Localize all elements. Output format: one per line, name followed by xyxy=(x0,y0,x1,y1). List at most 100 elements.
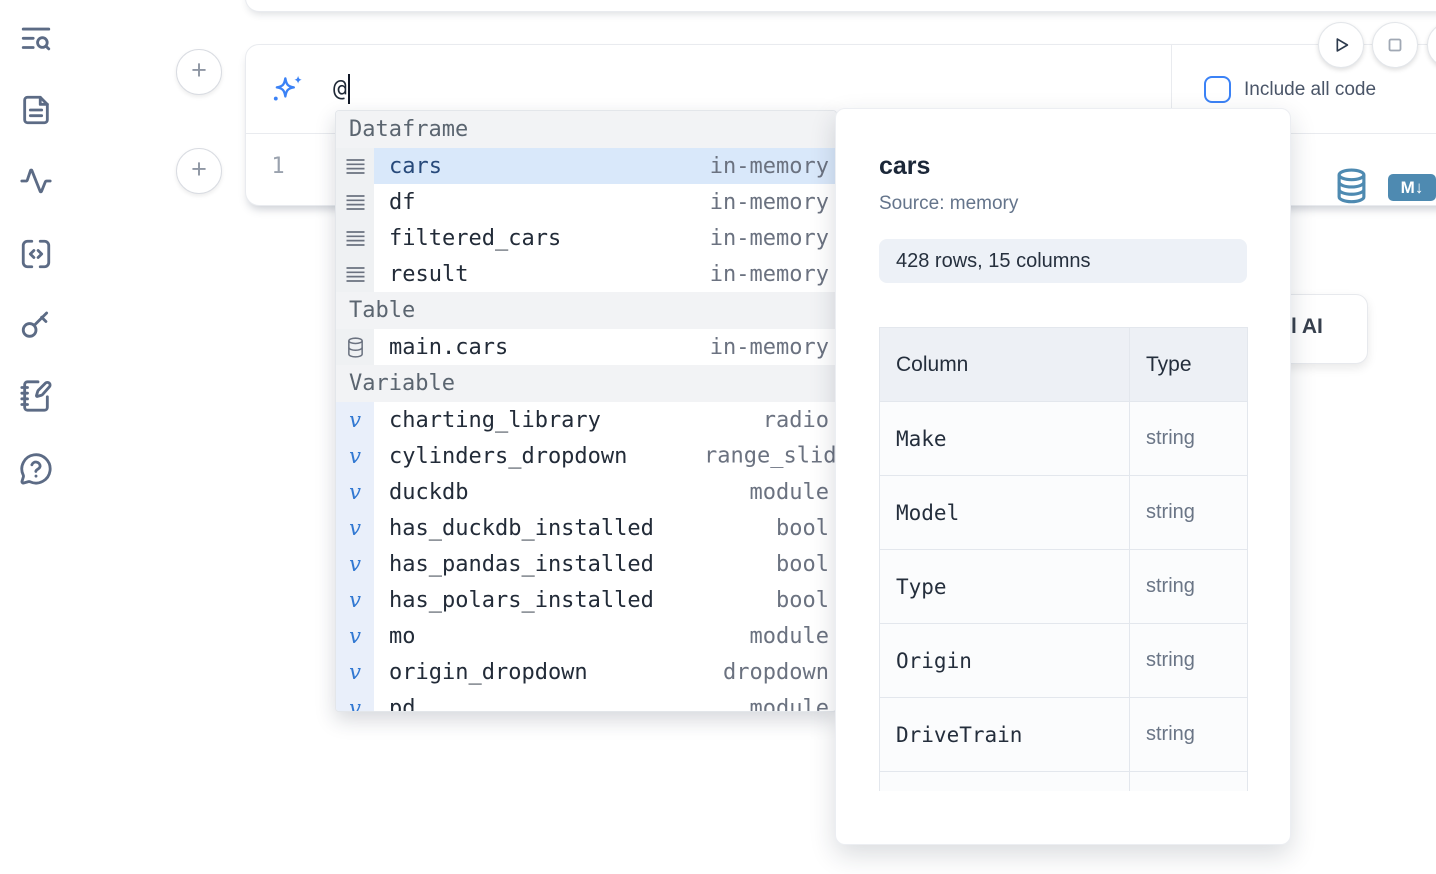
ai-button-label: l AI xyxy=(1291,315,1323,338)
completion-item-name: has_polars_installed xyxy=(389,587,654,613)
variable-icon: v xyxy=(336,474,374,510)
previous-cell-fragment xyxy=(245,0,1436,12)
dataframe-preview-panel: cars Source: memory 428 rows, 15 columns… xyxy=(835,108,1291,845)
completion-item-charting_library[interactable]: v charting_library radio xyxy=(336,402,836,438)
rows-icon xyxy=(336,220,374,256)
column-name-cell: Type xyxy=(879,549,1130,624)
run-cell-button[interactable] xyxy=(1318,22,1364,68)
completion-item-detail: bool xyxy=(776,551,829,577)
stop-icon xyxy=(1388,38,1402,52)
completion-item-detail: module xyxy=(749,623,829,649)
completion-item-has_polars_installed[interactable]: v has_polars_installed bool xyxy=(336,582,836,618)
markdown-convert-icon[interactable]: M↓ xyxy=(1388,174,1436,201)
schema-header-column: Column xyxy=(879,327,1130,402)
include-all-code-label: Include all code xyxy=(1244,78,1377,100)
column-type-cell: string xyxy=(1129,623,1248,698)
code-snippets-icon[interactable] xyxy=(19,237,53,271)
line-number: 1 xyxy=(271,154,285,179)
completion-item-name: result xyxy=(389,261,469,287)
column-type-cell: string xyxy=(1129,475,1248,550)
variable-icon: v xyxy=(336,438,374,474)
completion-item-detail: radio xyxy=(762,407,829,433)
completion-item-name: charting_library xyxy=(389,407,601,433)
schema-table-row xyxy=(879,771,1248,791)
completion-item-name: mo xyxy=(389,623,416,649)
column-name-cell: Model xyxy=(879,475,1130,550)
sparkle-ai-icon xyxy=(271,72,305,106)
completion-item-df[interactable]: df in-memory xyxy=(336,184,836,220)
column-name-cell: Origin xyxy=(879,623,1130,698)
help-chat-icon[interactable] xyxy=(19,452,53,486)
completion-section-label: Table xyxy=(336,292,836,329)
outline-search-icon[interactable] xyxy=(19,22,53,56)
completion-item-name: df xyxy=(389,189,416,215)
column-type-cell: string xyxy=(1129,697,1248,772)
completion-item-detail: in-memory xyxy=(709,153,829,179)
variable-icon: v xyxy=(336,582,374,618)
text-cursor xyxy=(347,74,350,104)
completion-item-name: pd xyxy=(389,695,416,712)
scratchpad-icon[interactable] xyxy=(19,379,53,413)
completion-item-detail: range_slider xyxy=(704,443,836,469)
completion-item-result[interactable]: result in-memory xyxy=(336,256,836,292)
completion-section-label: Dataframe xyxy=(336,111,836,148)
column-type-cell: string xyxy=(1129,549,1248,624)
variable-icon: v xyxy=(336,546,374,582)
add-cell-button-top[interactable]: + xyxy=(176,49,222,95)
activity-icon[interactable] xyxy=(19,164,53,198)
completion-item-detail: in-memory xyxy=(709,189,829,215)
completion-item-detail: module xyxy=(749,695,829,712)
ai-prompt-input[interactable]: @ xyxy=(333,45,350,133)
column-name-cell: Make xyxy=(879,401,1130,476)
completion-item-detail: in-memory xyxy=(709,261,829,287)
completion-item-detail: bool xyxy=(776,515,829,541)
completion-item-cars[interactable]: cars in-memory xyxy=(336,148,836,184)
schema-header-type: Type xyxy=(1129,327,1248,402)
variable-icon: v xyxy=(336,618,374,654)
add-cell-button-bottom[interactable]: + xyxy=(176,148,222,194)
include-all-code-checkbox[interactable] xyxy=(1204,76,1231,103)
completion-item-detail: in-memory xyxy=(709,225,829,251)
database-icon[interactable] xyxy=(1335,168,1368,205)
completion-item-name: duckdb xyxy=(389,479,469,505)
stop-button[interactable] xyxy=(1372,22,1418,68)
ai-row-divider xyxy=(1171,45,1172,132)
completion-item-name: filtered_cars xyxy=(389,225,562,251)
completion-item-name: main.cars xyxy=(389,334,509,360)
variable-icon: v xyxy=(336,402,374,438)
include-all-code-control[interactable]: Include all code xyxy=(1204,76,1376,103)
completion-item-has_duckdb_installed[interactable]: v has_duckdb_installed bool xyxy=(336,510,836,546)
completion-item-name: cars xyxy=(389,153,442,179)
completion-item-main.cars[interactable]: main.cars in-memory xyxy=(336,329,836,365)
key-icon[interactable] xyxy=(19,308,53,342)
completion-item-name: has_duckdb_installed xyxy=(389,515,654,541)
rows-icon xyxy=(336,184,374,220)
completion-item-detail: in-memory xyxy=(709,334,829,360)
completion-item-detail: dropdown xyxy=(723,659,829,685)
column-name-cell: DriveTrain xyxy=(879,697,1130,772)
column-type-cell xyxy=(1129,771,1248,791)
column-type-cell: string xyxy=(1129,401,1248,476)
variable-icon: v xyxy=(336,690,374,711)
variable-icon: v xyxy=(336,510,374,546)
database-icon xyxy=(336,329,374,365)
completion-item-filtered_cars[interactable]: filtered_cars in-memory xyxy=(336,220,836,256)
rows-icon xyxy=(336,148,374,184)
variable-icon: v xyxy=(336,654,374,690)
completion-item-detail: bool xyxy=(776,587,829,613)
document-icon[interactable] xyxy=(19,93,53,127)
